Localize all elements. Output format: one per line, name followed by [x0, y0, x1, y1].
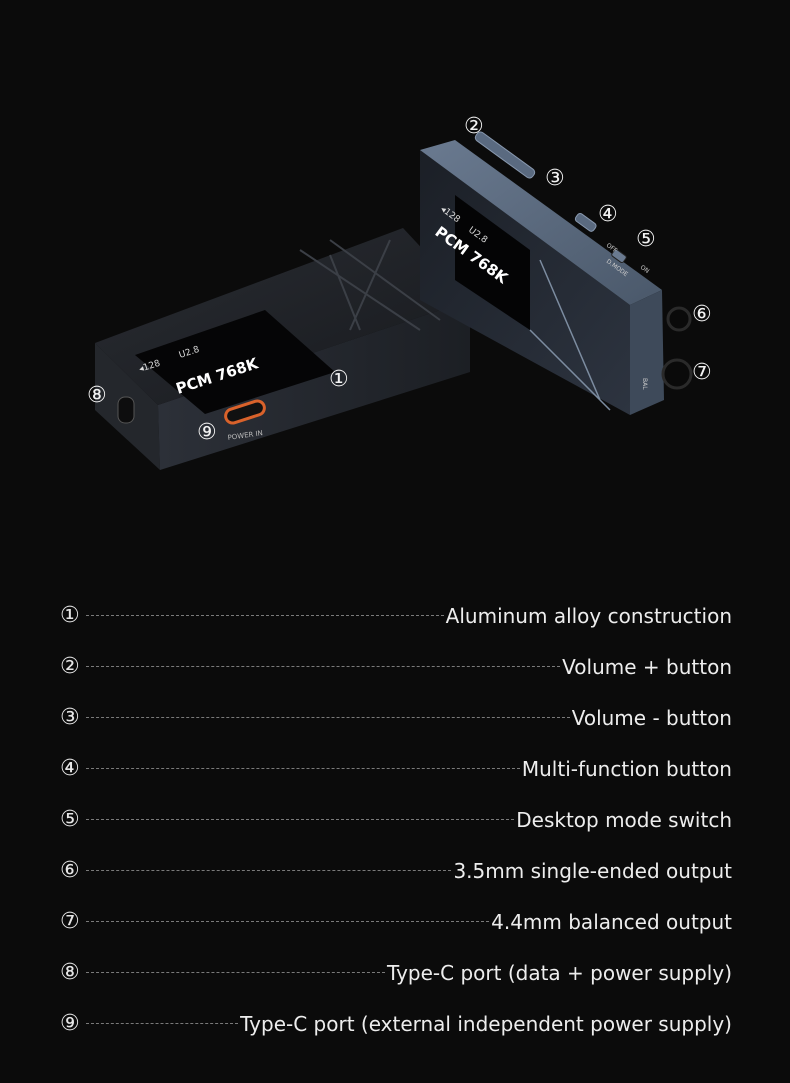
callout-1: ① — [329, 367, 349, 392]
legend-number: ① — [60, 603, 80, 628]
leader-line — [86, 1023, 239, 1024]
leader-line — [86, 615, 444, 616]
legend-label: 4.4mm balanced output — [491, 909, 732, 934]
legend-label: Aluminum alloy construction — [445, 603, 732, 628]
leader-line — [86, 768, 520, 769]
jack-4-4mm — [661, 358, 693, 390]
legend-number: ⑦ — [60, 909, 80, 934]
callout-6: ⑥ — [692, 302, 712, 327]
callout-4: ④ — [598, 202, 618, 227]
desktop-mode-switch — [611, 248, 627, 264]
legend-label: Volume + button — [562, 654, 732, 679]
product-image: ◂128 U2.8 PCM 768K POWER IN ◂128 U2.8 PC… — [95, 131, 693, 470]
legend-label: Type-C port (data + power supply) — [386, 960, 732, 985]
callout-3: ③ — [545, 166, 565, 191]
legend-label: Desktop mode switch — [516, 807, 732, 832]
legend-row: ⑧ Type-C port (data + power supply) — [60, 947, 732, 998]
type-c-data-port — [117, 396, 135, 424]
left-device: ◂128 U2.8 PCM 768K POWER IN — [95, 228, 470, 470]
legend-row: ③ Volume - button — [60, 692, 732, 743]
legend-number: ⑨ — [60, 1011, 80, 1036]
legend-number: ④ — [60, 756, 80, 781]
legend-label: Type-C port (external independent power … — [240, 1011, 732, 1036]
type-c-power-port — [224, 399, 266, 425]
leader-line — [86, 666, 561, 667]
legend-label: Volume - button — [571, 705, 732, 730]
on-marking: ON — [639, 264, 651, 275]
legend-number: ⑧ — [60, 960, 80, 985]
callout-7: ⑦ — [692, 360, 712, 385]
callout-8: ⑧ — [87, 383, 107, 408]
leader-line — [86, 819, 515, 820]
legend-number: ⑤ — [60, 807, 80, 832]
legend-number: ③ — [60, 705, 80, 730]
feature-legend: ① Aluminum alloy construction ② Volume + b… — [60, 590, 732, 1049]
legend-row: ⑨ Type-C port (external independent power… — [60, 998, 732, 1049]
legend-label: Multi-function button — [521, 756, 732, 781]
callout-5: ⑤ — [636, 227, 656, 252]
bal-marking: BAL — [641, 378, 648, 390]
right-screen — [455, 195, 530, 330]
leader-line — [86, 972, 385, 973]
multi-function-button — [574, 212, 597, 232]
legend-label: 3.5mm single-ended output — [453, 858, 732, 883]
legend-number: ② — [60, 654, 80, 679]
right-device: ◂128 U2.8 PCM 768K OFF D.MODE ON BAL — [420, 131, 693, 415]
jack-3-5mm — [666, 306, 692, 332]
legend-row: ① Aluminum alloy construction — [60, 590, 732, 641]
legend-number: ⑥ — [60, 858, 80, 883]
legend-row: ⑤ Desktop mode switch — [60, 794, 732, 845]
leader-line — [86, 870, 452, 871]
legend-row: ⑦ 4.4mm balanced output — [60, 896, 732, 947]
callout-9: ⑨ — [197, 420, 217, 445]
legend-row: ④ Multi-function button — [60, 743, 732, 794]
leader-line — [86, 921, 490, 922]
left-screen — [135, 310, 335, 414]
legend-row: ⑥ 3.5mm single-ended output — [60, 845, 732, 896]
legend-row: ② Volume + button — [60, 641, 732, 692]
callout-2: ② — [464, 114, 484, 139]
leader-line — [86, 717, 570, 718]
volume-rocker — [474, 131, 536, 179]
